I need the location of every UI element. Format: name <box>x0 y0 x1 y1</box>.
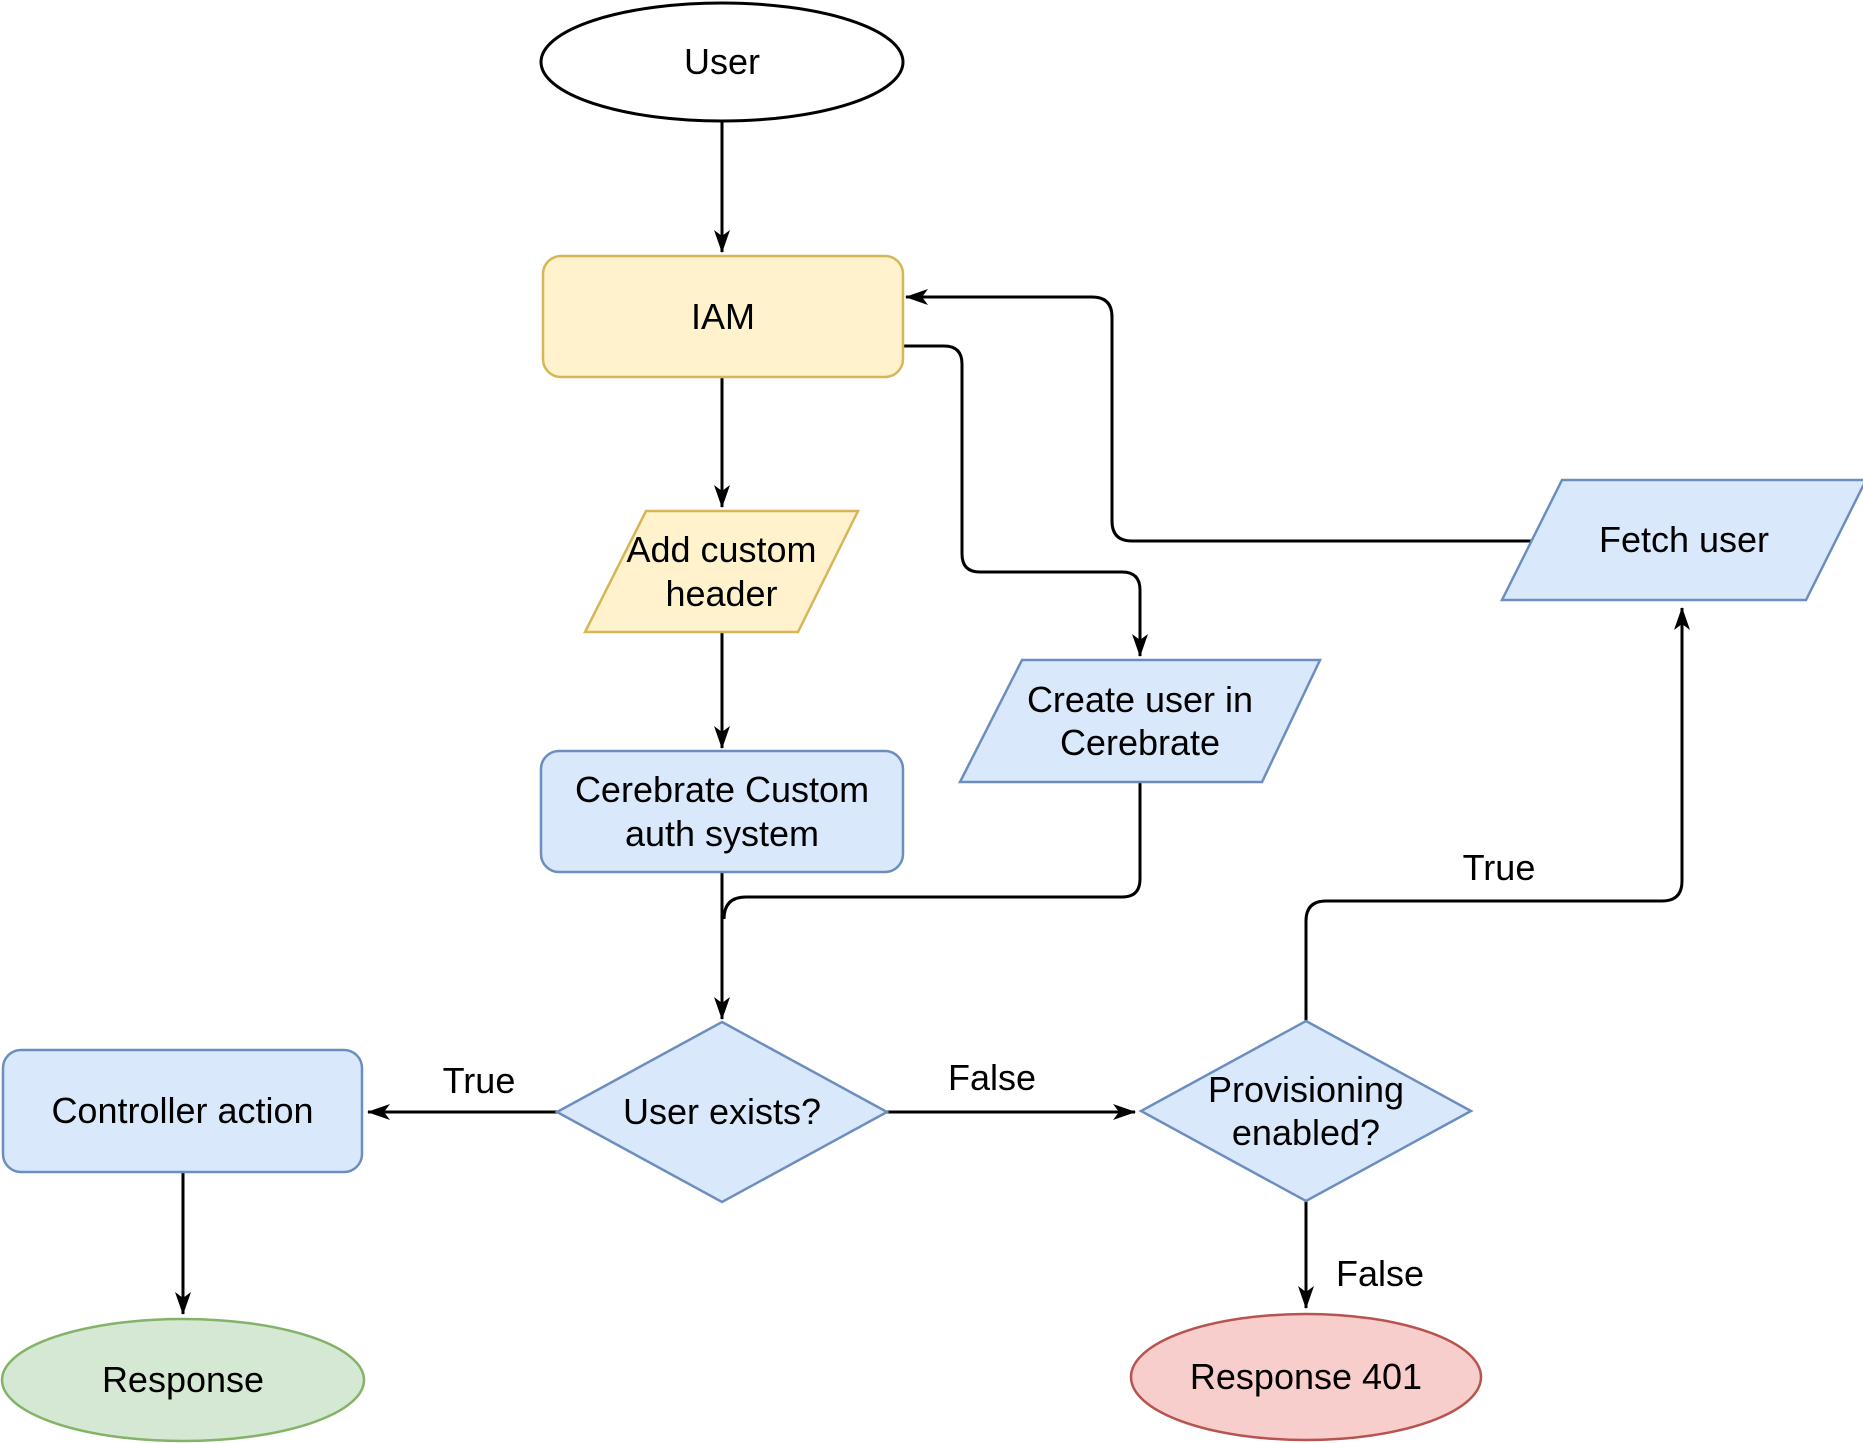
node-iam-shape <box>541 254 905 379</box>
node-add-custom-header-shape <box>582 509 861 634</box>
node-cerebrate-auth-shape <box>539 749 905 874</box>
node-controller-action-shape <box>1 1048 364 1174</box>
node-response-shape <box>0 1317 366 1443</box>
node-response-401-shape <box>1129 1312 1483 1442</box>
edge-create-user-merge <box>722 782 1142 920</box>
edge-fetch-user-iam <box>905 289 1531 543</box>
node-create-user-shape <box>957 658 1322 784</box>
edge-provisioning-fetch-user <box>1304 607 1690 1021</box>
node-provisioning-shape <box>1138 1019 1474 1203</box>
node-fetch-user-shape <box>1499 478 1863 602</box>
node-user-exists-shape <box>554 1020 890 1204</box>
edge-iam-create-user <box>902 344 1148 657</box>
node-user-shape <box>539 1 905 123</box>
